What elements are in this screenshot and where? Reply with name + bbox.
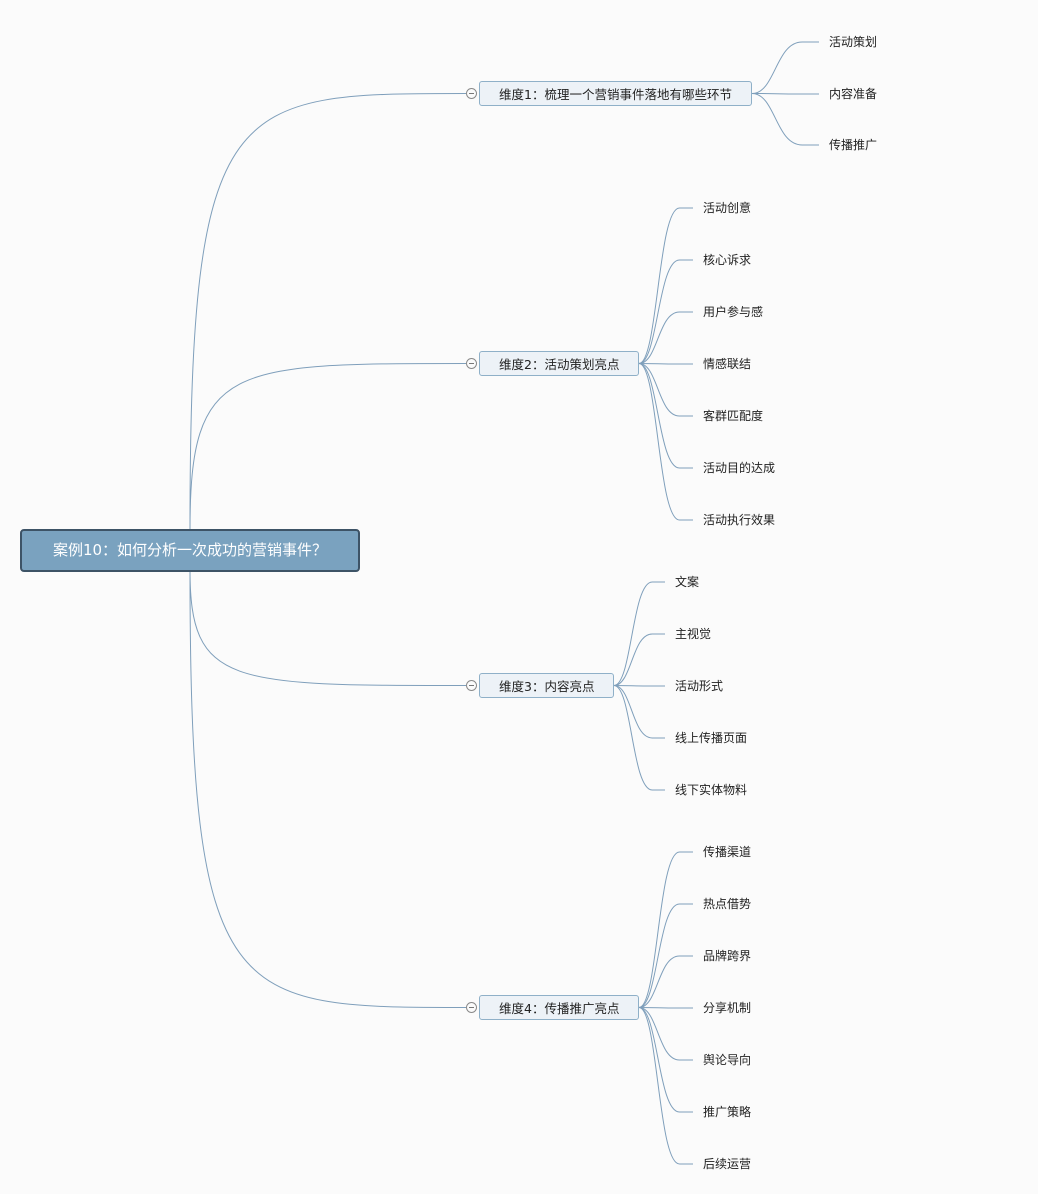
leaf-topic[interactable]: 分享机制 xyxy=(703,1001,752,1015)
root-connector xyxy=(189,569,467,1008)
leaf-connector xyxy=(638,903,693,1008)
leaf-topic[interactable]: 活动策划 xyxy=(829,35,878,49)
leaf-topic[interactable]: 活动形式 xyxy=(675,679,724,693)
leaf-topic[interactable]: 情感联结 xyxy=(703,357,752,371)
leaf-connector xyxy=(613,685,665,791)
leaf-connector xyxy=(638,1007,693,1165)
leaf-connector xyxy=(613,685,665,739)
leaf-connector xyxy=(751,93,819,146)
leaf-connector xyxy=(638,851,693,1008)
collapse-icon[interactable] xyxy=(466,1002,477,1013)
leaf-topic[interactable]: 主视觉 xyxy=(675,627,712,641)
branch-topic-2[interactable]: 维度2：活动策划亮点 xyxy=(479,351,640,376)
leaf-topic[interactable]: 品牌跨界 xyxy=(703,949,752,963)
leaf-connector xyxy=(638,1007,693,1061)
leaf-connector xyxy=(638,207,693,364)
leaf-topic[interactable]: 活动执行效果 xyxy=(703,513,776,527)
leaf-topic[interactable]: 推广策略 xyxy=(703,1105,752,1119)
leaf-topic[interactable]: 舆论导向 xyxy=(703,1053,752,1067)
leaf-connector xyxy=(638,363,693,417)
root-connector xyxy=(189,93,467,530)
leaf-connector xyxy=(638,363,693,365)
leaf-topic[interactable]: 线下实体物料 xyxy=(675,783,748,797)
leaf-topic[interactable]: 活动创意 xyxy=(703,201,752,215)
leaf-connector xyxy=(613,581,665,686)
leaf-connector xyxy=(751,93,819,95)
collapse-icon[interactable] xyxy=(466,88,477,99)
branch-topic-4[interactable]: 维度4：传播推广亮点 xyxy=(479,995,640,1020)
leaf-connector xyxy=(638,363,693,469)
leaf-connector xyxy=(751,41,819,94)
leaf-topic[interactable]: 热点借势 xyxy=(703,897,752,911)
leaf-topic[interactable]: 文案 xyxy=(675,575,700,589)
leaf-connector xyxy=(638,955,693,1008)
leaf-topic[interactable]: 核心诉求 xyxy=(703,253,752,267)
collapse-icon[interactable] xyxy=(466,358,477,369)
leaf-topic[interactable]: 内容准备 xyxy=(829,87,878,101)
collapse-icon[interactable] xyxy=(466,680,477,691)
leaf-topic[interactable]: 后续运营 xyxy=(703,1157,752,1171)
leaf-topic[interactable]: 传播推广 xyxy=(829,138,878,152)
root-connector xyxy=(189,363,467,530)
branch-topic-3[interactable]: 维度3：内容亮点 xyxy=(479,673,615,698)
root-topic[interactable]: 案例10：如何分析一次成功的营销事件？ xyxy=(20,529,360,572)
leaf-connector xyxy=(638,1007,693,1009)
leaf-topic[interactable]: 传播渠道 xyxy=(703,845,752,859)
leaf-connector xyxy=(613,685,665,687)
branch-topic-1[interactable]: 维度1：梳理一个营销事件落地有哪些环节 xyxy=(479,81,752,106)
root-connector xyxy=(189,569,467,686)
leaf-topic[interactable]: 线上传播页面 xyxy=(675,731,748,745)
leaf-topic[interactable]: 用户参与感 xyxy=(703,305,764,319)
leaf-connector xyxy=(613,633,665,686)
leaf-connector xyxy=(638,1007,693,1113)
leaf-topic[interactable]: 活动目的达成 xyxy=(703,461,776,475)
leaf-connector xyxy=(638,311,693,364)
leaf-topic[interactable]: 客群匹配度 xyxy=(703,409,764,423)
leaf-connector xyxy=(638,259,693,364)
leaf-connector xyxy=(638,363,693,521)
